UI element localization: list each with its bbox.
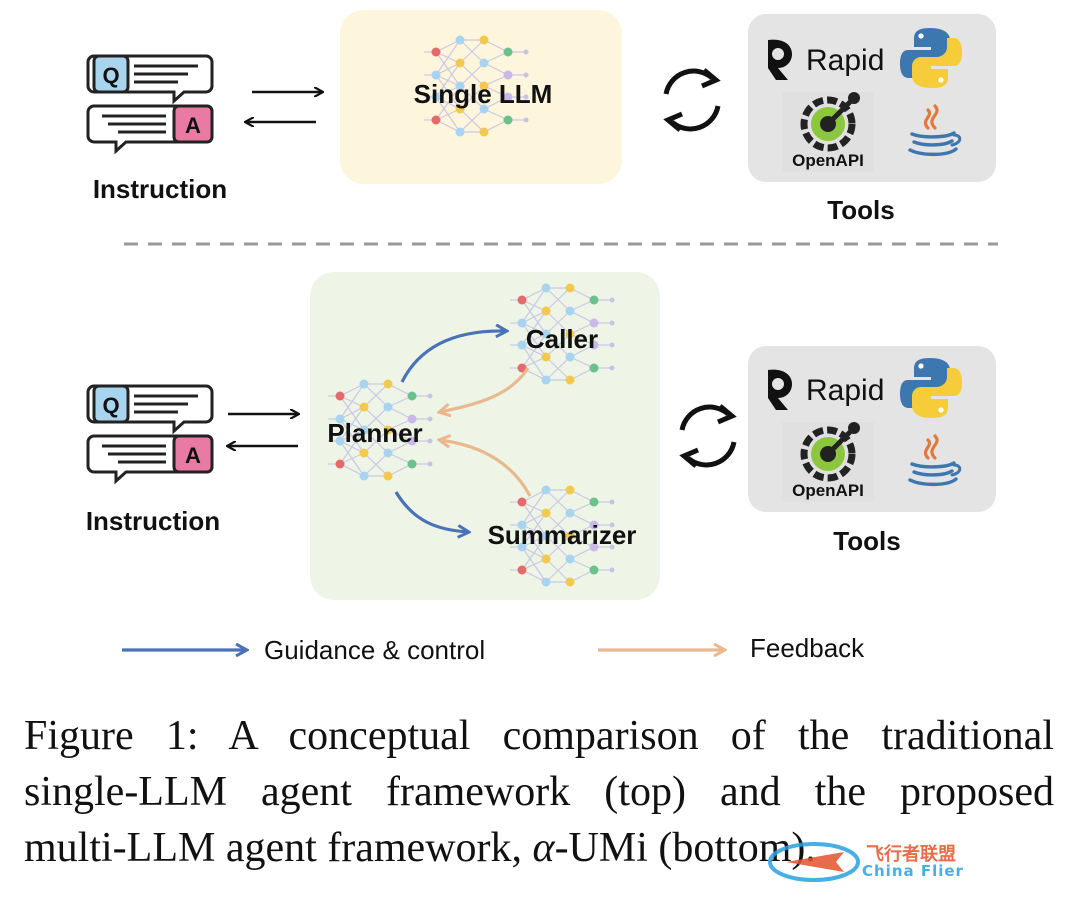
cycle-icon bbox=[666, 70, 718, 130]
single-llm-label: Single LLM bbox=[414, 79, 553, 109]
guidance-arrow-to-caller bbox=[400, 331, 506, 383]
feedback-arrow-from-caller bbox=[440, 367, 530, 412]
a-letter: A bbox=[185, 443, 201, 468]
top-section: Q A Instruction Single LLM Rapid OpenAPI… bbox=[86, 10, 996, 225]
watermark-cn-text: 飞行者联盟 bbox=[866, 844, 956, 865]
legend-guidance-label: Guidance & control bbox=[264, 635, 485, 665]
guidance-arrow-to-summarizer bbox=[394, 491, 468, 532]
caption-alpha-symbol: α bbox=[532, 825, 555, 871]
a-letter: A bbox=[185, 113, 201, 138]
q-letter: Q bbox=[102, 63, 119, 88]
rapid-label: Rapid bbox=[806, 374, 884, 407]
figure-caption: Figure 1: A conceptual comparison of the… bbox=[24, 708, 1054, 876]
tools-label: Tools bbox=[833, 526, 900, 556]
instruction-label: Instruction bbox=[86, 506, 220, 536]
single-llm-box bbox=[340, 10, 622, 184]
instruction-icon: Q A bbox=[86, 54, 214, 153]
plane-logo-icon bbox=[768, 842, 860, 882]
tools-label: Tools bbox=[827, 195, 894, 225]
q-letter: Q bbox=[102, 393, 119, 418]
caption-line-1: Figure 1: A conceptual comparison of the… bbox=[24, 713, 1054, 759]
planner-label: Planner bbox=[327, 418, 422, 448]
summarizer-label: Summarizer bbox=[488, 520, 637, 550]
caption-line-3: multi-LLM agent framework, α-UMi (bottom… bbox=[24, 820, 1054, 876]
watermark: 飞行者联盟 China Flier bbox=[766, 832, 1066, 888]
rapid-label: Rapid bbox=[806, 44, 884, 77]
caller-label: Caller bbox=[526, 324, 598, 354]
caption-line-3-post: -UMi (bottom). bbox=[554, 825, 816, 871]
instruction-icon: Q A bbox=[86, 384, 214, 483]
legend-feedback-label: Feedback bbox=[750, 633, 865, 663]
instruction-label: Instruction bbox=[93, 174, 227, 204]
cycle-icon bbox=[682, 406, 734, 466]
legend: Guidance & control Feedback bbox=[122, 633, 865, 665]
openapi-label: OpenAPI bbox=[792, 151, 864, 170]
bottom-section: Q A Instruction Caller Planner Summarize… bbox=[86, 272, 996, 600]
feedback-arrow-from-summarizer bbox=[440, 440, 532, 497]
framework-figure: Q A Instruction Single LLM Rapid OpenAPI… bbox=[86, 10, 998, 665]
caption-line-2: single-LLM agent framework (top) and the… bbox=[24, 769, 1054, 815]
caption-line-3-pre: multi-LLM agent framework, bbox=[24, 825, 533, 871]
watermark-en-text: China Flier bbox=[862, 862, 964, 880]
openapi-label: OpenAPI bbox=[792, 481, 864, 500]
